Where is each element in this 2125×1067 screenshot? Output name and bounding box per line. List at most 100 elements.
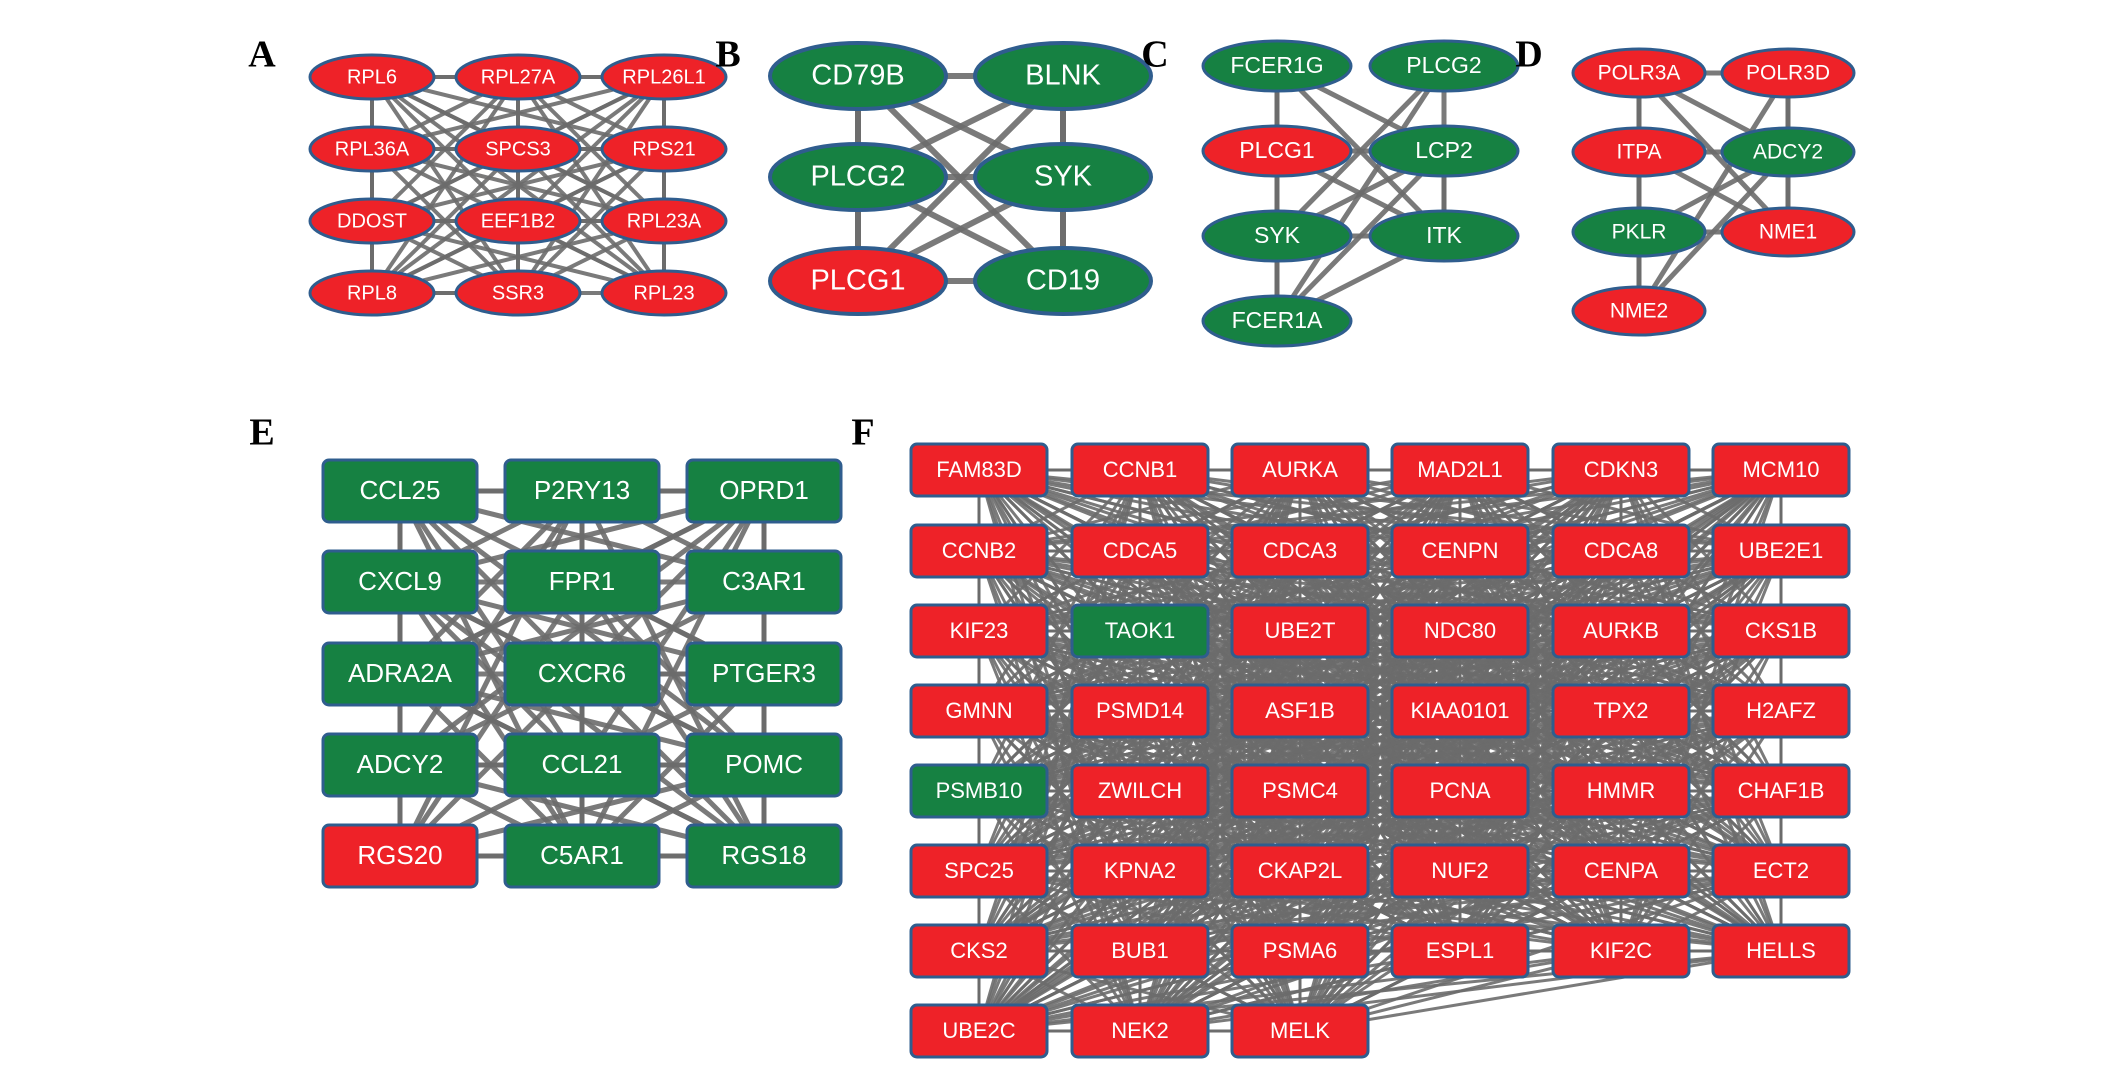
node-label: FAM83D [936,457,1022,482]
node-shape [1720,126,1856,178]
node-label: PKLR [1612,221,1667,244]
node-shape [1390,763,1530,819]
node-c5ar1: C5AR1 [503,823,661,889]
node-shape [1070,763,1210,819]
edge [1299,949,1782,1033]
node-label: TPX2 [1593,698,1648,723]
node-label: MCM10 [1742,457,1819,482]
node-label: ASF1B [1265,698,1335,723]
node-shape [308,269,436,317]
node-shape [454,269,582,317]
node-shape [308,197,436,245]
node-shape [1201,124,1353,178]
node-label: EEF1B2 [481,210,555,232]
node-adcy2: ADCY2 [321,732,479,798]
node-fcer1g: FCER1G [1201,39,1353,93]
node-shape [1711,442,1851,498]
node-label: CXCR6 [538,658,626,688]
node-shape [1551,923,1691,979]
node-shape [1368,39,1520,93]
node-fcer1a: FCER1A [1201,294,1353,348]
node-shape [1711,523,1851,579]
node-label: OPRD1 [719,475,809,505]
node-cxcl9: CXCL9 [321,549,479,615]
node-cenpn: CENPN [1390,523,1530,579]
node-shape [909,763,1049,819]
node-cdca5: CDCA5 [1070,523,1210,579]
node-label: CENPA [1584,858,1658,883]
node-shape [1230,603,1370,659]
node-label: UBE2E1 [1739,538,1823,563]
node-kif2c: KIF2C [1551,923,1691,979]
node-rpl36a: RPL36A [308,125,436,173]
node-ccl25: CCL25 [321,458,479,524]
node-shape [1230,1003,1370,1059]
node-rps21: RPS21 [600,125,728,173]
node-nme1: NME1 [1720,206,1856,258]
node-pklr: PKLR [1571,206,1707,258]
node-shape [909,923,1049,979]
node-shape [909,843,1049,899]
node-shape [1390,843,1530,899]
node-taok1: TAOK1 [1070,603,1210,659]
node-label: CD79B [811,60,905,92]
node-label: CCL25 [360,475,441,505]
node-label: RPL36A [335,138,410,160]
node-label: BLNK [1025,60,1101,92]
node-label: CCNB2 [942,538,1017,563]
node-shape [1070,442,1210,498]
node-shape [685,823,843,889]
node-label: NME2 [1610,300,1668,323]
node-nuf2: NUF2 [1390,843,1530,899]
node-aurkb: AURKB [1551,603,1691,659]
edge [1299,789,1782,873]
node-shape [1551,683,1691,739]
node-shape [1571,285,1707,337]
node-shape [1368,209,1520,263]
node-adra2a: ADRA2A [321,641,479,707]
node-shape [1571,206,1707,258]
node-label: UBE2C [942,1018,1015,1043]
node-ptger3: PTGER3 [685,641,843,707]
panel-label: F [851,412,874,454]
node-cdkn3: CDKN3 [1551,442,1691,498]
node-chaf1b: CHAF1B [1711,763,1851,819]
node-cks2: CKS2 [909,923,1049,979]
node-shape [1230,763,1370,819]
node-shape [1551,603,1691,659]
node-shape [973,142,1153,212]
node-shape [685,458,843,524]
node-label: AURKB [1583,618,1659,643]
node-label: POMC [725,749,803,779]
node-shape [503,732,661,798]
node-plcg2: PLCG2 [1368,39,1520,93]
node-label: KIF23 [950,618,1009,643]
node-plcg1: PLCG1 [768,246,948,316]
node-ect2: ECT2 [1711,843,1851,899]
node-pomc: POMC [685,732,843,798]
node-label: CCNB1 [1103,457,1178,482]
node-shape [1551,523,1691,579]
node-eef1b2: EEF1B2 [454,197,582,245]
node-shape [308,125,436,173]
node-shape [454,125,582,173]
node-shape [600,269,728,317]
node-ndc80: NDC80 [1390,603,1530,659]
node-rpl26l1: RPL26L1 [600,53,728,101]
node-plcg1: PLCG1 [1201,124,1353,178]
edges [1636,70,1791,313]
node-label: PTGER3 [712,658,816,688]
node-label: PLCG2 [1406,52,1481,78]
node-shape [600,53,728,101]
node-label: SSR3 [492,282,544,304]
node-hells: HELLS [1711,923,1851,979]
node-shape [1201,209,1353,263]
node-label: ADCY2 [1753,141,1823,164]
node-label: RPL26L1 [622,66,705,88]
node-shape [503,549,661,615]
node-shape [909,523,1049,579]
node-label: ADCY2 [357,749,444,779]
